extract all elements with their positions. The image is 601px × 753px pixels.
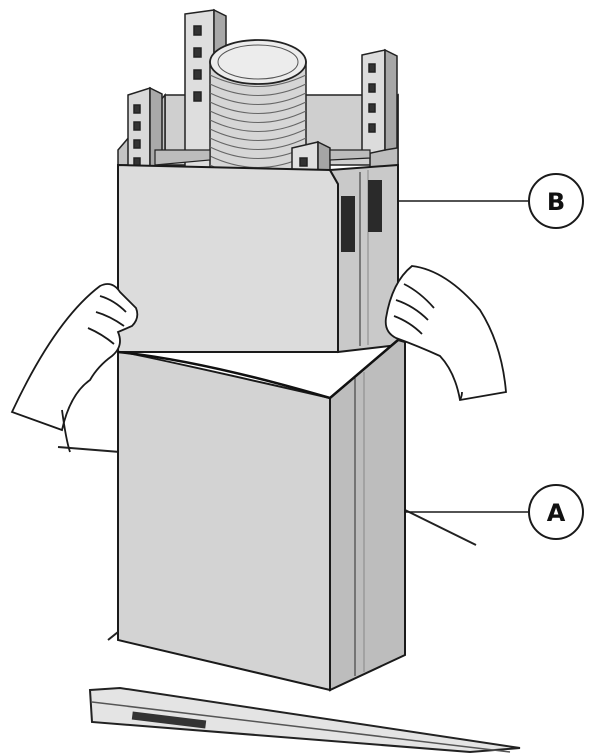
lower-chimney-section: [107, 338, 406, 692]
hood-control-strip: [88, 686, 521, 753]
callout-b-circle: [528, 173, 584, 229]
vent-slot-right: [368, 180, 382, 232]
section-seam: [117, 339, 399, 400]
callout-a-label: A: [547, 499, 566, 527]
callout-b: B: [398, 173, 584, 229]
canopy-edge-left: [57, 446, 121, 453]
mounting-bracket-left: [127, 86, 163, 187]
canopy-edge-right: [404, 509, 477, 546]
vent-slot-left: [341, 196, 355, 252]
callout-a: A: [405, 484, 584, 540]
upper-section-front-face: [117, 163, 339, 353]
callout-a-circle: [528, 484, 584, 540]
right-hand: [384, 265, 507, 402]
flexible-air-duct: [209, 39, 307, 189]
mounting-bracket-right: [361, 48, 398, 156]
lower-section-side-face: [329, 338, 406, 692]
left-hand: [10, 283, 139, 453]
control-buttons: [131, 711, 207, 729]
callout-b-label: B: [547, 188, 565, 216]
inner-frame-bars: [154, 149, 371, 166]
upper-chimney-section: [117, 163, 399, 354]
lower-section-front-face: [117, 350, 331, 692]
